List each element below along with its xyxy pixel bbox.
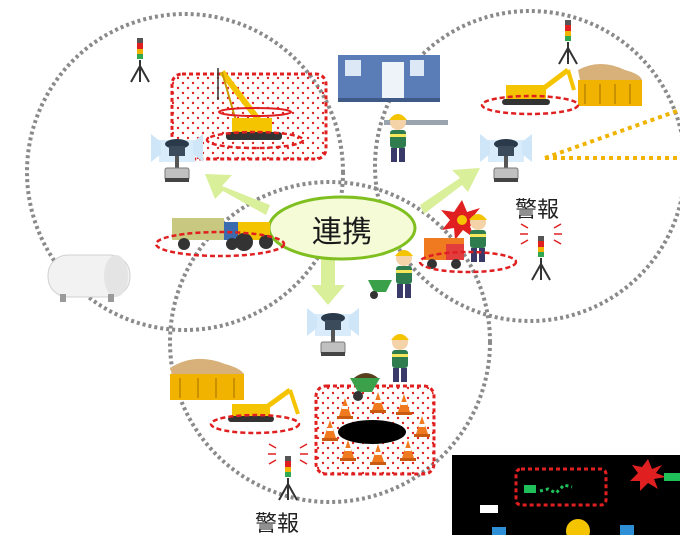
sensor-camera-icon	[479, 133, 533, 183]
coverage-circle-right	[373, 9, 680, 323]
hazard-ellipse	[154, 230, 286, 258]
wheelbarrow-icon	[350, 334, 409, 401]
tank-icon	[47, 254, 131, 302]
crane-icon	[217, 68, 292, 140]
worker-icon	[384, 114, 448, 162]
dirt-container-icon	[578, 64, 642, 106]
dump-truck-icon	[172, 218, 242, 250]
hazard-ellipse	[418, 250, 518, 274]
pit-hole	[338, 420, 406, 444]
signal-tower-icon	[278, 455, 298, 501]
dirt-container-icon	[170, 358, 244, 400]
dump-truck-icon	[424, 238, 464, 269]
hazard-ellipse	[205, 130, 305, 150]
hazard-ellipse	[480, 94, 580, 116]
coverage-circle-bottom	[168, 180, 492, 504]
alarm-lines	[268, 223, 562, 465]
wheelbarrow-icon	[368, 250, 413, 299]
signal-tower-icon	[130, 37, 150, 83]
center-link-label: 連携	[312, 215, 372, 250]
coverage-circle-left	[25, 12, 345, 332]
link-line	[544, 108, 680, 160]
building-icon	[338, 55, 440, 102]
alarm-label-right: 警報	[515, 198, 560, 223]
sensor-camera-icon	[306, 307, 360, 357]
worker-icon	[469, 214, 487, 262]
alert-burst-icon	[441, 200, 484, 240]
excavator-icon	[502, 68, 576, 105]
alert-burst-icon	[630, 459, 666, 491]
alarm-label-bottom: 警報	[255, 512, 300, 537]
signal-tower-icon	[531, 235, 551, 281]
hazard-ellipse	[209, 413, 301, 435]
link-arrows	[205, 168, 480, 305]
monitor-screen	[452, 455, 680, 535]
signal-tower-icon	[558, 19, 578, 65]
monitor-zone	[514, 467, 608, 507]
